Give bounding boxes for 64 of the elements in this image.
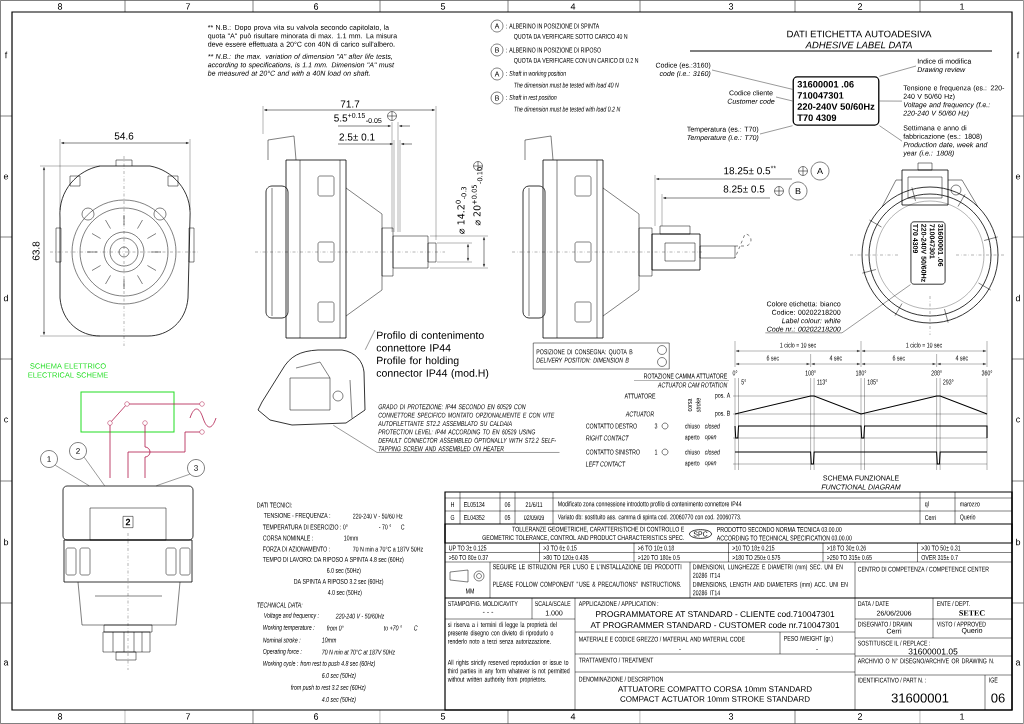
leader-line: [711, 69, 793, 90]
grid-reference: f: [4, 51, 8, 59]
dimension-value: 71.7: [340, 100, 360, 108]
grid-reference: 3: [728, 3, 734, 10]
heading: ADHESIVE LABEL DATA: [805, 41, 912, 49]
heading: DATI ETICHETTA AUTOADESIVA: [787, 30, 932, 38]
leader-line: [759, 125, 793, 135]
grid-reference: 2: [857, 3, 863, 10]
grid-reference: 5: [440, 3, 446, 10]
grid-reference: a: [1015, 660, 1021, 666]
dimension-value: 2.5± 0.1: [339, 133, 375, 141]
label-box: 31600001 .06 710047301 220-240V 50/60Hz T70 4309: [792, 76, 880, 126]
grid-reference: 4: [570, 3, 576, 10]
leader-line: [365, 329, 376, 350]
table-cell-text: SETEC: [959, 610, 985, 616]
dimension-value: 54.6: [114, 132, 134, 140]
table-cell-text: ATTUATORE COMPATTO CORSA 10mm STANDARD: [618, 686, 812, 692]
callout-number: 1: [40, 450, 58, 468]
callout-number: 3: [187, 459, 205, 477]
grid-reference: 3: [728, 713, 734, 720]
callout-number: 2: [69, 442, 87, 460]
grid-reference: 2: [857, 713, 863, 720]
terminal-number: 2: [122, 516, 134, 528]
grid-reference: a: [3, 660, 9, 666]
grid-reference: d: [3, 294, 8, 302]
grid-reference: c: [1016, 417, 1021, 423]
part-number: 06: [991, 693, 1005, 703]
dimension-value: 8.25± 0.5: [723, 185, 765, 193]
table-cell-text: AT PROGRAMMER STANDARD - CUSTOMER code nr.710047301: [590, 621, 840, 629]
leader-line: [55, 465, 90, 486]
grid-reference: 4: [570, 713, 576, 720]
grid-reference: 5: [440, 713, 446, 720]
grid-reference: 1: [960, 713, 965, 720]
actuator-drawing: [62, 485, 194, 671]
leader-line: [775, 96, 793, 102]
grid-reference: f: [1016, 51, 1020, 59]
connector-drawing: [257, 349, 366, 426]
grid-reference: e: [1015, 174, 1021, 180]
grid-reference: b: [1016, 538, 1021, 546]
leader-line: [84, 457, 105, 486]
grid-reference: 8: [57, 713, 63, 720]
part-number: 31600001: [891, 693, 949, 703]
leader-line: [765, 284, 911, 334]
dimension-value: 18.25± 0.5$^{**}$: [724, 165, 776, 175]
grid-reference: 6: [313, 713, 319, 720]
grid-reference: c: [4, 417, 8, 423]
dimension-value: 63.8: [32, 241, 40, 261]
grid-reference: b: [4, 538, 9, 546]
table-cell-text: PROGRAMMATORE AT STANDARD - CLIENTE cod.710047301: [596, 610, 835, 618]
grid-reference: 8: [57, 3, 63, 10]
table-cell-text: 31600001.05: [908, 648, 958, 655]
grid-reference: 1: [960, 3, 965, 10]
leader-line: [879, 125, 903, 142]
leader-line: [879, 65, 917, 77]
leader-line: [879, 100, 903, 102]
leader-line: [333, 425, 560, 453]
leader-line: [156, 474, 190, 486]
grid-reference: 6: [313, 3, 319, 10]
grid-reference: 7: [185, 3, 191, 10]
table-cell-text: COMPACT ACTUATOR 10mm STROKE STANDARD: [620, 696, 810, 702]
callout-text: Profilo di contenimento connettore IP44 Profile for holding connector IP44 (mod.H): [376, 331, 489, 379]
grid-reference: d: [1015, 294, 1020, 302]
grid-reference: 7: [185, 713, 191, 720]
grid-reference: e: [3, 174, 9, 180]
